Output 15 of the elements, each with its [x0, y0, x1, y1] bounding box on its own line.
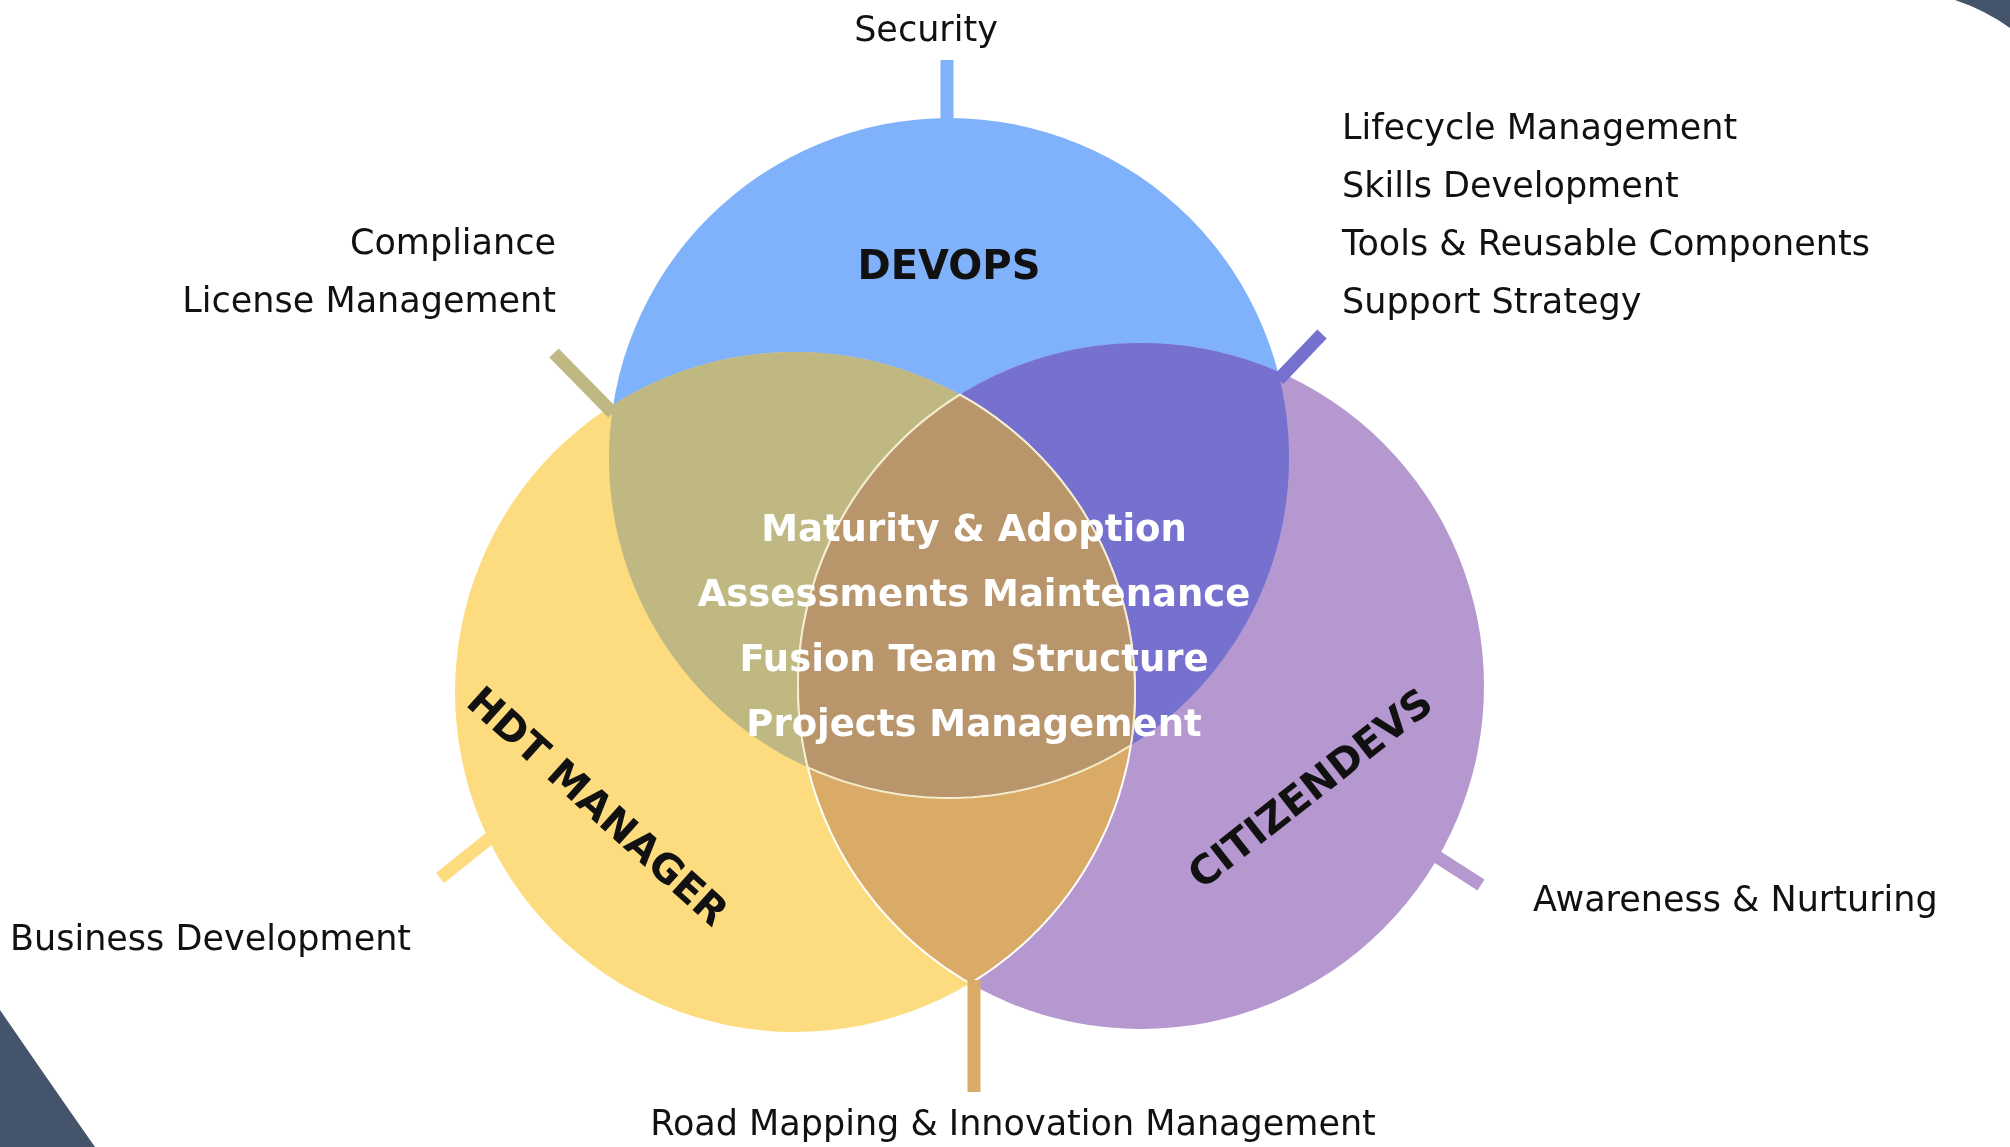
topic-label: License Management [182, 279, 556, 322]
topic-label: Lifecycle Management [1342, 106, 1738, 149]
leader-line [1432, 850, 1485, 891]
topic-label: Security [854, 8, 998, 51]
leader-line [940, 60, 954, 120]
leader-line [435, 832, 495, 884]
topic-label: Skills Development [1342, 164, 1679, 207]
topic-label: Road Mapping & Innovation Management [650, 1102, 1376, 1145]
topic-label: Business Development [10, 917, 412, 960]
leader-line [967, 980, 981, 1092]
topic-label: Compliance [349, 221, 556, 264]
topic-label: Awareness & Nurturing [1533, 878, 1938, 921]
circle-label: DEVOPS [857, 242, 1041, 288]
topic-label: Support Strategy [1342, 280, 1642, 323]
topic-label: Tools & Reusable Components [1342, 222, 1870, 265]
